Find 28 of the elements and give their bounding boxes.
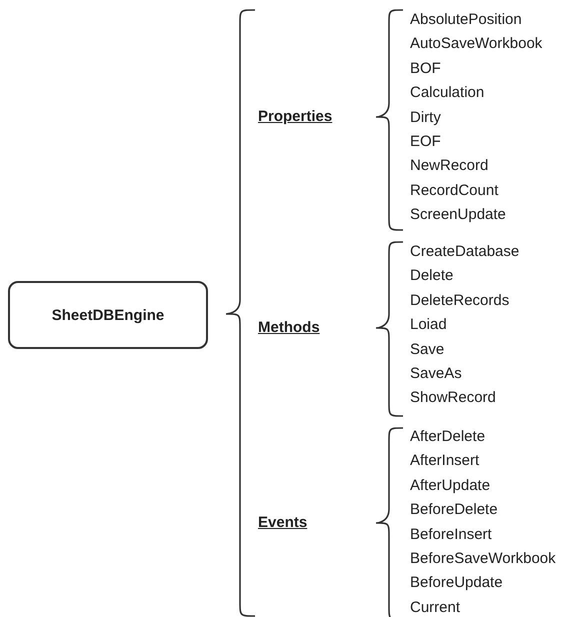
member-name: ShowRecord	[410, 389, 496, 408]
member-name: DeleteRecords	[410, 292, 510, 310]
member-name: BeforeInsert	[410, 526, 492, 544]
member-name: AbsolutePosition	[410, 11, 522, 29]
member-name: Current	[410, 598, 460, 617]
member-name: CreateDatabase	[410, 243, 520, 261]
group-heading: Properties	[258, 108, 332, 126]
group-heading: Events	[258, 514, 308, 532]
member-name: Dirty	[410, 108, 441, 127]
member-name: SaveAs	[410, 365, 462, 383]
member-name: AfterInsert	[410, 452, 480, 470]
member-name: BeforeSaveWorkbook	[410, 550, 556, 568]
member-name: BOF	[410, 60, 441, 78]
member-name: Delete	[410, 267, 454, 286]
member-name: EOF	[410, 133, 441, 151]
member-name: NewRecord	[410, 157, 488, 176]
member-name: Calculation	[410, 84, 484, 102]
member-name: AutoSaveWorkbook	[410, 35, 542, 54]
group-heading: Methods	[258, 319, 320, 337]
member-name: BeforeUpdate	[410, 574, 503, 592]
member-name: AfterDelete	[410, 428, 486, 446]
member-name: BeforeDelete	[410, 501, 498, 520]
member-name: Loiad	[410, 316, 447, 334]
member-name: AfterUpdate	[410, 476, 490, 495]
member-name: ScreenUpdate	[410, 206, 506, 224]
member-name: RecordCount	[410, 182, 498, 200]
member-name: Save	[410, 340, 444, 359]
class-box: SheetDBEngine	[8, 281, 208, 349]
